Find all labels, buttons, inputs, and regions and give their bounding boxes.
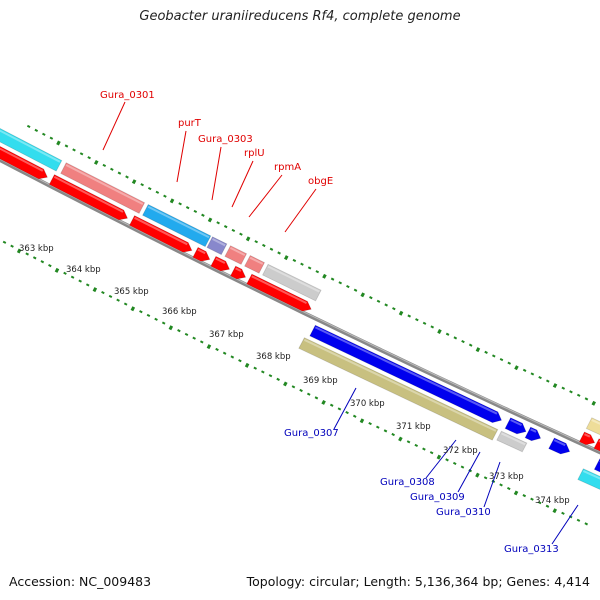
feature-violet-1[interactable] [206,236,228,256]
gene-label-reverse[interactable]: Gura_0308 [380,477,435,488]
feature-gray-2[interactable] [496,430,528,453]
leader-line [102,101,126,151]
gene-label-forward[interactable]: rplU [244,148,265,159]
accession-text: Accession: NC_009483 [9,574,152,589]
gene-label-reverse[interactable]: Gura_0309 [410,492,465,503]
cds-forward-6[interactable] [229,265,247,280]
kbp-tick-label: 374 kbp [535,496,570,506]
feature-tan-1[interactable] [585,417,600,436]
leader-line [457,451,481,493]
cds-forward-8[interactable] [578,431,596,446]
leader-line [483,461,501,508]
gene-label-forward[interactable]: Gura_0301 [100,90,155,101]
gene-label-reverse[interactable]: Gura_0310 [436,507,491,518]
leader-line [333,387,357,430]
kbp-tick-label: 365 kbp [114,287,149,297]
leader-line [284,188,317,233]
outer-tick-dots [26,124,596,406]
gene-label-forward[interactable]: purT [178,118,202,129]
gene-label-forward[interactable]: Gura_0303 [198,134,253,145]
gene-label-forward[interactable]: rpmA [274,162,301,173]
cds-forward-7[interactable] [246,273,312,312]
cds-reverse-2[interactable] [504,417,527,435]
leader-line [248,174,283,218]
kbp-tick-label: 373 kbp [489,472,524,482]
leader-line [231,160,254,208]
feature-pink-3[interactable] [244,254,266,274]
kbp-tick-label: 370 kbp [350,399,385,409]
feature-gray-1[interactable] [262,263,322,302]
gene-label-forward[interactable]: obgE [308,176,333,187]
feature-cyan-2[interactable] [577,468,600,521]
gene-labels: Gura_0301 purT Gura_0303 rplU rpmA obgE Gura_0… [100,90,559,555]
cds-reverse-4[interactable] [548,437,571,455]
genome-backbone [0,157,600,455]
cds-forward-1[interactable] [0,140,48,180]
kbp-tick-label: 372 kbp [443,446,478,456]
kbp-tick-label: 367 kbp [209,330,244,340]
feature-khaki-1[interactable] [298,337,499,441]
cds-reverse-1[interactable] [309,324,503,424]
gene-label-reverse[interactable]: Gura_0313 [504,544,559,555]
cds-forward-4[interactable] [192,246,211,262]
cds-forward-3[interactable] [128,215,193,253]
kbp-tick-label: 366 kbp [162,307,197,317]
feature-cyan-1[interactable] [0,126,63,172]
cds-forward-5[interactable] [210,255,231,272]
feature-lightblue-1[interactable] [142,203,212,248]
feature-pink-2[interactable] [224,245,248,265]
kbp-tick-label: 371 kbp [396,422,431,432]
genome-stats-text: Topology: circular; Length: 5,136,364 bp… [246,574,590,589]
kbp-tick-labels: 363 kbp 364 kbp 365 kbp 366 kbp 367 kbp 368 k… [19,244,570,506]
leader-line [551,504,579,545]
gene-label-reverse[interactable]: Gura_0307 [284,428,339,439]
map-title: Geobacter uraniireducens Rf4, complete g… [139,9,461,24]
cds-forward-2[interactable] [48,174,129,221]
kbp-tick-label: 369 kbp [303,376,338,386]
leader-line [425,439,457,479]
leader-line [211,146,222,201]
feature-tracks [0,126,600,521]
leader-line [176,130,187,183]
kbp-tick-label: 368 kbp [256,352,291,362]
cds-reverse-3[interactable] [524,426,542,442]
feature-pink-1[interactable] [60,162,146,214]
kbp-tick-label: 363 kbp [19,244,54,254]
label-leader-lines [102,101,579,545]
kbp-tick-label: 364 kbp [66,265,101,275]
